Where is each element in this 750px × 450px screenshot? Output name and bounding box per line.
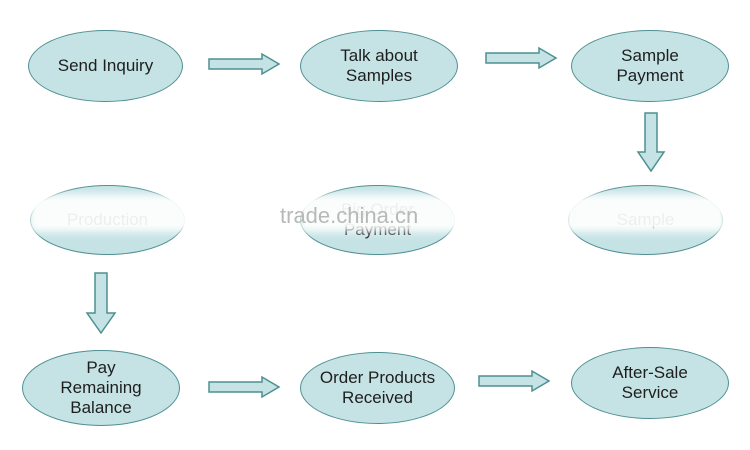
node-send-inquiry: Send Inquiry — [28, 30, 183, 102]
node-pay-remaining: Pay Remaining Balance — [22, 350, 180, 426]
node-sample-payment: Sample Payment — [571, 30, 729, 102]
node-talk-samples: Talk about Samples — [300, 30, 458, 102]
arrow-right-icon — [485, 46, 558, 70]
arrow-right-icon — [208, 375, 281, 399]
watermark-band-left — [35, 200, 185, 226]
arrow-right-icon — [478, 369, 551, 393]
node-order-received: Order Products Received — [300, 352, 455, 424]
watermark-band-right — [570, 200, 720, 226]
node-after-sale-label: After-Sale Service — [612, 363, 688, 402]
node-after-sale: After-Sale Service — [571, 347, 729, 419]
arrow-down-icon — [636, 112, 666, 173]
arrow-down-icon — [85, 272, 117, 335]
arrow-right-icon — [208, 52, 281, 76]
node-order-received-label: Order Products Received — [319, 368, 436, 407]
watermark-band-center — [305, 200, 455, 226]
node-pay-remaining-label: Pay Remaining Balance — [60, 358, 142, 417]
node-talk-samples-label: Talk about Samples — [340, 46, 418, 85]
node-send-inquiry-label: Send Inquiry — [57, 56, 154, 75]
watermark-text: trade.china.cn — [280, 203, 419, 228]
node-sample-payment-label: Sample Payment — [616, 46, 684, 85]
